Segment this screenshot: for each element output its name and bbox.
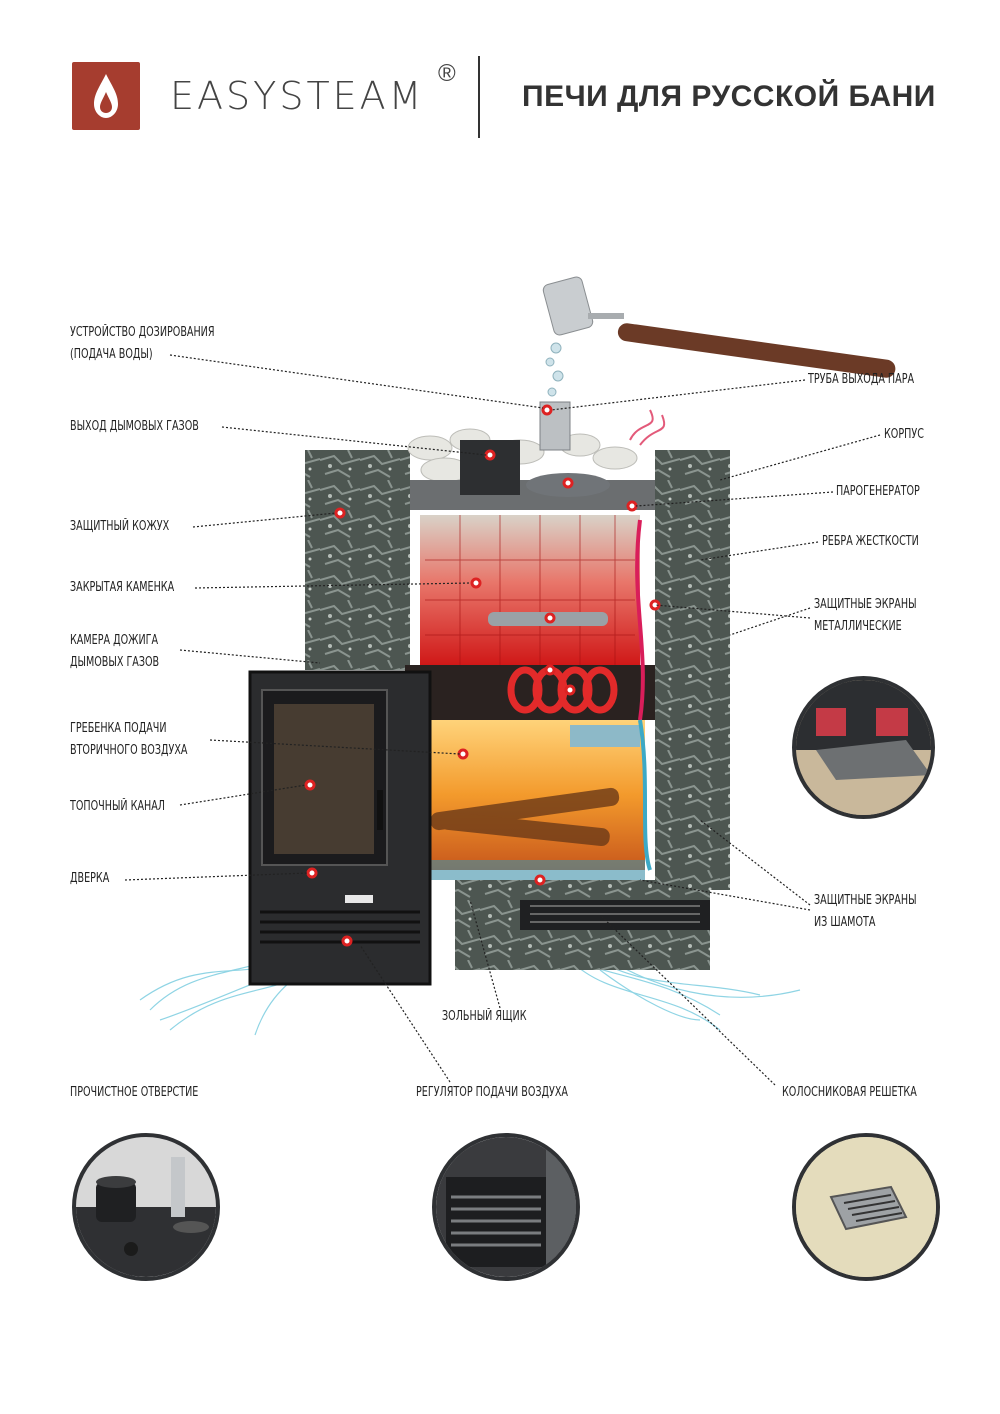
label-firebox-channel: ТОПОЧНЫЙ КАНАЛ (70, 799, 165, 814)
heater-stones (420, 515, 640, 665)
steam-flow (635, 519, 645, 721)
top-stones (407, 428, 638, 483)
markers (304, 404, 661, 947)
label-flue-outlet: ВЫХОД ДЫМОВЫХ ГАЗОВ (70, 419, 199, 434)
label-afterburn-line2: ДЫМОВЫХ ГАЗОВ (70, 655, 160, 670)
label-chamotte-line2: ИЗ ШАМОТА (814, 915, 876, 930)
brand-logo (72, 62, 140, 130)
air-regulator-grille (260, 910, 420, 944)
chamotte-screen (410, 860, 645, 880)
flame-drop-icon (94, 74, 118, 118)
label-cleanout: ПРОЧИСТНОЕ ОТВЕРСТИЕ (70, 1085, 199, 1100)
stone-casing-left (305, 450, 410, 670)
label-body: КОРПУС (884, 427, 924, 442)
brand-name: EASYSTEAM (170, 74, 425, 118)
label-steam-pipe: ТРУБА ВЫХОДА ПАРА (808, 372, 915, 387)
label-dosing-line1: УСТРОЙСТВО ДОЗИРОВАНИЯ (70, 325, 215, 340)
detail-circle-metal-screens (792, 676, 935, 819)
label-metal-screens-line1: ЗАЩИТНЫЕ ЭКРАНЫ (814, 597, 917, 612)
label-dosing-line2: (ПОДАЧА ВОДЫ) (70, 347, 153, 362)
label-closed-heater: ЗАКРЫТАЯ КАМЕНКА (70, 580, 175, 595)
detail-circle-grate (792, 1133, 940, 1281)
secondary-air-comb (570, 725, 640, 747)
leader-lines (124, 354, 881, 1086)
ladle-cup (542, 276, 594, 336)
label-grate: КОЛОСНИКОВАЯ РЕШЕТКА (782, 1085, 917, 1100)
label-afterburn-line1: КАМЕРА ДОЖИГА (70, 633, 159, 648)
detail-circle-air-regulator (432, 1133, 580, 1281)
label-metal-screens-line2: МЕТАЛЛИЧЕСКИЕ (814, 619, 902, 634)
label-comb-line2: ВТОРИЧНОГО ВОЗДУХА (70, 743, 188, 758)
page-title: ПЕЧИ ДЛЯ РУССКОЙ БАНИ (522, 80, 936, 113)
air-flow-channel (638, 719, 652, 871)
label-steam-generator: ПАРОГЕНЕРАТОР (836, 484, 920, 499)
label-chamotte-line1: ЗАЩИТНЫЕ ЭКРАНЫ (814, 893, 917, 908)
header-divider (478, 56, 480, 138)
registered-mark: ® (438, 60, 456, 87)
label-door: ДВЕРКА (70, 871, 110, 886)
water-drops (545, 342, 564, 397)
label-comb-line1: ГРЕБЕНКА ПОДАЧИ (70, 721, 167, 736)
label-ribs: РЕБРА ЖЕСТКОСТИ (822, 534, 919, 549)
label-ash-box: ЗОЛЬНЫЙ ЯЩИК (442, 1009, 527, 1024)
door-badge (345, 895, 373, 903)
door-handle (377, 790, 383, 830)
ladle-handle (617, 323, 896, 378)
detail-circle-cleanout (72, 1133, 220, 1281)
label-casing: ЗАЩИТНЫЙ КОЖУХ (70, 519, 170, 534)
label-air-regulator: РЕГУЛЯТОР ПОДАЧИ ВОЗДУХА (416, 1085, 568, 1100)
flue-outlet (460, 440, 520, 495)
stone-casing-right (655, 450, 730, 890)
firewood (430, 787, 620, 847)
